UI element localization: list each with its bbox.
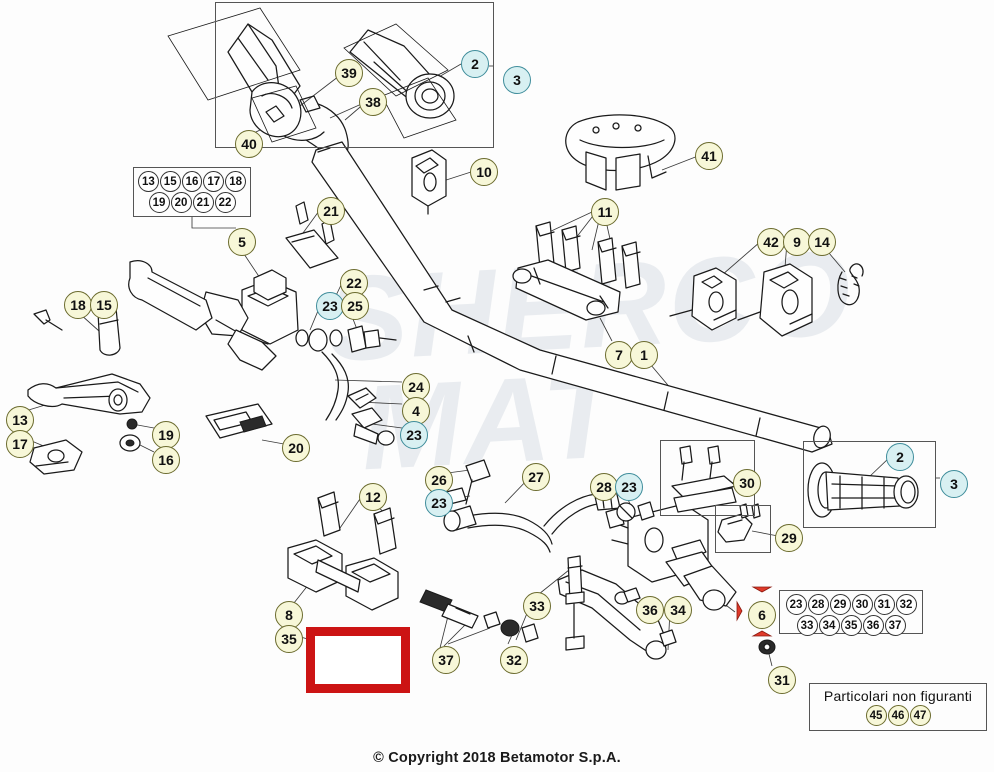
callout-17[interactable]: 17 [6,430,34,458]
callout-37[interactable]: 37 [432,646,460,674]
callout-32[interactable]: 32 [500,646,528,674]
callout-18[interactable]: 18 [64,291,92,319]
callout-28[interactable]: 28 [590,473,618,501]
callout-13[interactable]: 13 [6,406,34,434]
group-number-28[interactable]: 28 [807,594,829,615]
callout-25[interactable]: 25 [341,292,369,320]
callout-41[interactable]: 41 [695,142,723,170]
leader-lines [21,63,940,667]
right-grip-inset-frame [803,441,936,528]
highlight-box-part-35 [306,627,410,693]
callout-21[interactable]: 21 [317,197,345,225]
group-number-32[interactable]: 32 [895,594,917,615]
callout-31[interactable]: 31 [768,666,796,694]
callout-38[interactable]: 38 [359,88,387,116]
callout-23[interactable]: 23 [316,292,344,320]
callout-23[interactable]: 23 [615,473,643,501]
group-number-17[interactable]: 17 [203,171,225,192]
callout-29[interactable]: 29 [775,524,803,552]
group-number-30[interactable]: 30 [851,594,873,615]
callout-3[interactable]: 3 [503,66,531,94]
master-cylinder-left [128,201,397,446]
lower-clamp-assembly [512,221,641,321]
callout-14[interactable]: 14 [808,228,836,256]
callout-9[interactable]: 9 [783,228,811,256]
non-figuring-number-46[interactable]: 46 [887,705,909,726]
group-number-22[interactable]: 22 [214,192,236,213]
group-number-37[interactable]: 37 [884,615,906,636]
callout-20[interactable]: 20 [282,434,310,462]
group-number-35[interactable]: 35 [840,615,862,636]
callout-11[interactable]: 11 [591,198,619,226]
callout-23[interactable]: 23 [400,421,428,449]
right-grip-assembly [807,462,919,518]
top-clamp-41 [565,114,676,191]
callout-33[interactable]: 33 [523,592,551,620]
group-number-36[interactable]: 36 [862,615,884,636]
callout-16[interactable]: 16 [152,446,180,474]
small-hardware-37-32 [419,589,539,643]
callout-39[interactable]: 39 [335,59,363,87]
group-number-15[interactable]: 15 [159,171,181,192]
group-number-18[interactable]: 18 [225,171,246,192]
group-number-16[interactable]: 16 [181,171,203,192]
switch-blocks [669,263,864,337]
handlebar [311,141,833,453]
group-number-21[interactable]: 21 [192,192,214,213]
group-number-31[interactable]: 31 [873,594,895,615]
callout-19[interactable]: 19 [152,421,180,449]
callout-27[interactable]: 27 [522,463,550,491]
group-number-23[interactable]: 23 [785,594,807,615]
callout-2[interactable]: 2 [886,443,914,471]
left-lever-assembly [27,307,273,475]
callout-3[interactable]: 3 [940,470,968,498]
callout-23[interactable]: 23 [425,489,453,517]
callout-36[interactable]: 36 [636,596,664,624]
callout-5[interactable]: 5 [228,228,256,256]
callout-1[interactable]: 1 [630,341,658,369]
callout-10[interactable]: 10 [470,158,498,186]
callout-7[interactable]: 7 [605,341,633,369]
copyright-notice: © Copyright 2018 Betamotor S.p.A. [373,750,621,766]
group-number-34[interactable]: 34 [818,615,840,636]
callout-4[interactable]: 4 [402,397,430,425]
callout-12[interactable]: 12 [359,483,387,511]
non-figuring-title: Particolari non figuranti [823,688,973,704]
callout-35[interactable]: 35 [275,625,303,653]
callout-2[interactable]: 2 [461,50,489,78]
callout-34[interactable]: 34 [664,596,692,624]
callout-30[interactable]: 30 [733,469,761,497]
block-10 [411,149,447,215]
group-number-13[interactable]: 13 [138,171,159,192]
callout-40[interactable]: 40 [235,130,263,158]
non-figuring-number-45[interactable]: 45 [865,705,887,726]
callout-42[interactable]: 42 [757,228,785,256]
master-cylinder-right [557,445,776,660]
callout-6[interactable]: 6 [748,601,776,629]
group-number-29[interactable]: 29 [829,594,851,615]
group-number-33[interactable]: 33 [796,615,818,636]
non-figuring-number-47[interactable]: 47 [909,705,931,726]
group-number-19[interactable]: 19 [148,192,170,213]
lower-handlebar-clamp [287,491,399,611]
left-grip-inset-frame [215,2,494,148]
callout-15[interactable]: 15 [90,291,118,319]
clamp-inset-frame [715,505,771,553]
group-number-20[interactable]: 20 [170,192,192,213]
